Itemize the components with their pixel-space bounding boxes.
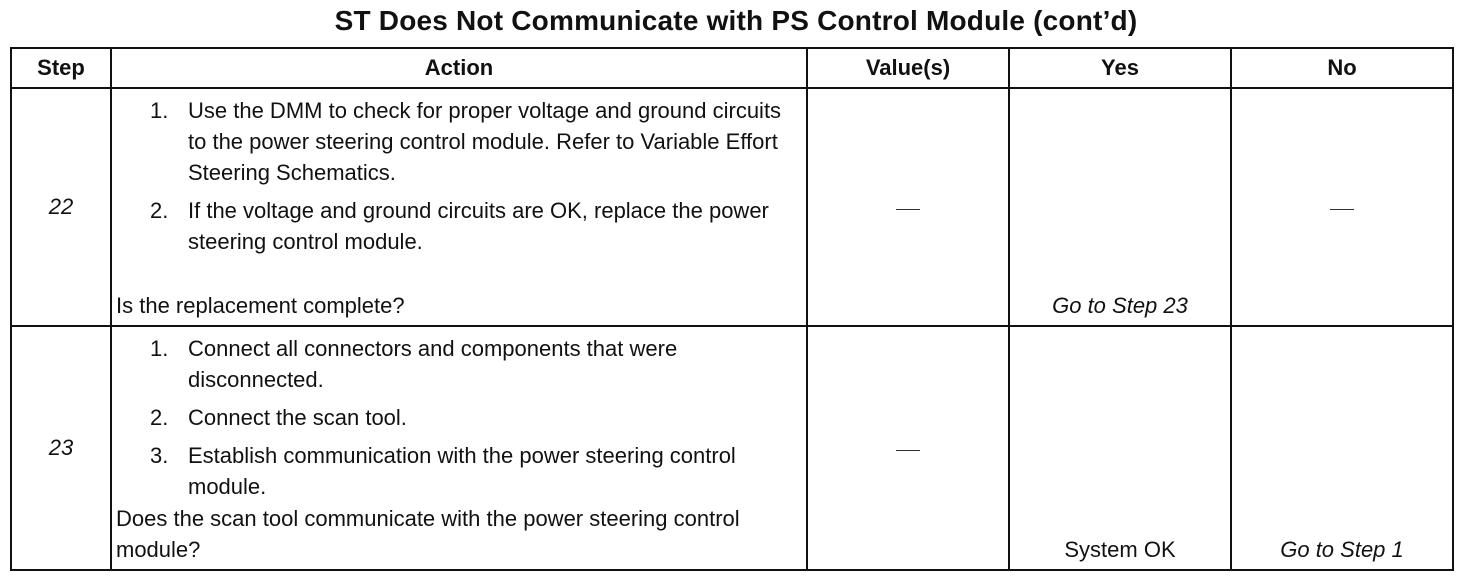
action-item: 1. Connect all connectors and components … bbox=[116, 333, 798, 395]
action-item-text: Connect all connectors and components th… bbox=[188, 336, 678, 392]
action-item: 2. Connect the scan tool. bbox=[116, 402, 798, 433]
action-item-text: Connect the scan tool. bbox=[188, 405, 407, 430]
header-yes: Yes bbox=[1008, 47, 1232, 89]
table-header-row: Step Action Value(s) Yes No bbox=[10, 47, 1454, 89]
dash-placeholder bbox=[896, 450, 920, 451]
action-item: 1. Use the DMM to check for proper voltag… bbox=[116, 95, 798, 188]
action-cell: 1. Connect all connectors and components … bbox=[110, 325, 808, 571]
action-item: 3. Establish communication with the power… bbox=[116, 440, 798, 502]
header-values: Value(s) bbox=[806, 47, 1010, 89]
dash-placeholder bbox=[1330, 209, 1354, 210]
value-cell bbox=[806, 325, 1010, 571]
step-number: 22 bbox=[10, 87, 112, 327]
action-item-number: 1. bbox=[150, 98, 169, 123]
header-step: Step bbox=[10, 47, 112, 89]
action-list: 1. Use the DMM to check for proper voltag… bbox=[116, 95, 798, 257]
action-item-number: 2. bbox=[150, 198, 169, 223]
action-item: 2. If the voltage and ground circuits are… bbox=[116, 195, 798, 257]
table-row-step-22: 22 1. Use the DMM to check for proper vol… bbox=[10, 87, 1454, 327]
table-row-step-23: 23 1. Connect all connectors and componen… bbox=[10, 325, 1454, 571]
action-list: 1. Connect all connectors and components … bbox=[116, 333, 798, 502]
header-action: Action bbox=[110, 47, 808, 89]
action-item-number: 1. bbox=[150, 336, 169, 361]
action-item-text: Establish communication with the power s… bbox=[188, 443, 736, 499]
no-cell bbox=[1230, 87, 1454, 327]
yes-outcome: Go to Step 23 bbox=[1052, 293, 1188, 318]
no-outcome: Go to Step 1 bbox=[1280, 537, 1404, 562]
action-question: Does the scan tool communicate with the … bbox=[116, 506, 740, 562]
action-cell: 1. Use the DMM to check for proper voltag… bbox=[110, 87, 808, 327]
header-no: No bbox=[1230, 47, 1454, 89]
action-item-text: Use the DMM to check for proper voltage … bbox=[188, 98, 782, 185]
yes-outcome: System OK bbox=[1064, 537, 1176, 562]
diagnostic-step-table: Step Action Value(s) Yes No 22 1. Use the… bbox=[10, 47, 1454, 571]
step-number: 23 bbox=[10, 325, 112, 571]
value-cell bbox=[806, 87, 1010, 327]
action-item-text: If the voltage and ground circuits are O… bbox=[188, 198, 769, 254]
page-title: ST Does Not Communicate with PS Control … bbox=[334, 5, 1138, 36]
yes-cell: System OK bbox=[1008, 325, 1232, 571]
yes-cell: Go to Step 23 bbox=[1008, 87, 1232, 327]
action-item-number: 3. bbox=[150, 443, 169, 468]
action-question: Is the replacement complete? bbox=[116, 293, 405, 318]
no-cell: Go to Step 1 bbox=[1230, 325, 1454, 571]
action-item-number: 2. bbox=[150, 405, 169, 430]
dash-placeholder bbox=[896, 209, 920, 210]
